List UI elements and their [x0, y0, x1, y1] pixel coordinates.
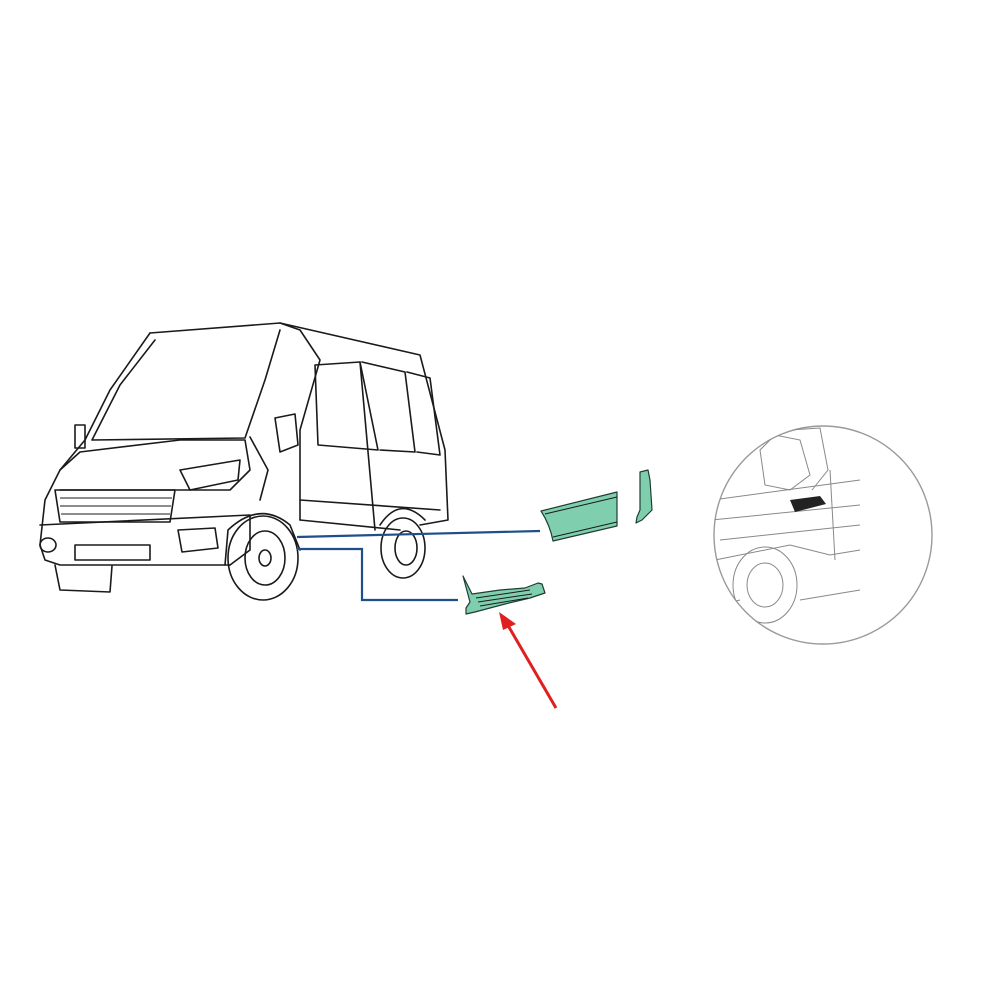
detail-inset-circle	[713, 425, 933, 645]
rear-end-cap[interactable]	[635, 469, 653, 524]
leader-lines	[296, 529, 541, 602]
step-sill-trim[interactable]	[462, 575, 546, 615]
leader-line-step-sill	[297, 547, 458, 602]
highlight-arrow	[499, 612, 558, 709]
leader-line-side-moulding	[296, 529, 541, 539]
side-moulding-panel[interactable]	[540, 491, 618, 542]
inset-step-highlight	[790, 496, 826, 512]
van-line-drawing	[39, 322, 449, 601]
